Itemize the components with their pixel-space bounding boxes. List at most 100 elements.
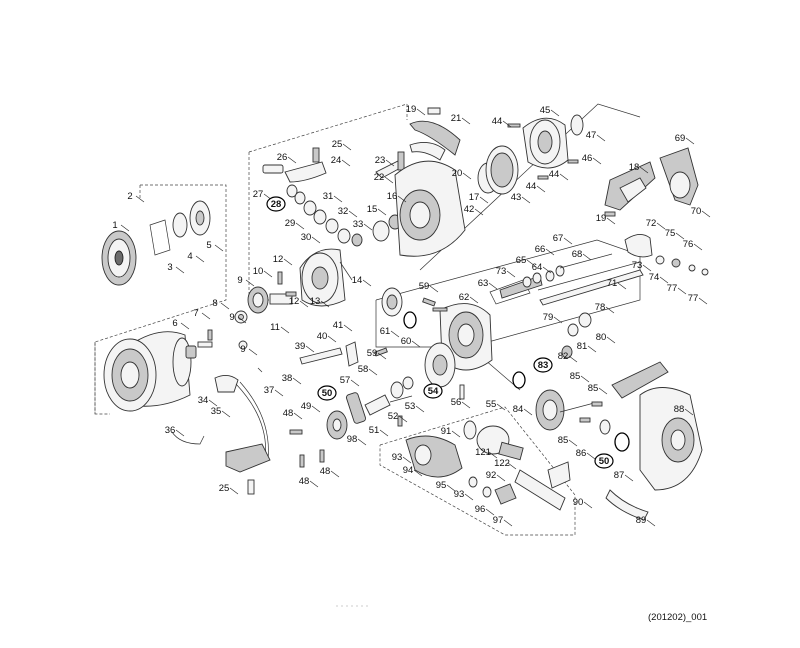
part-number-label: 88: [674, 404, 685, 415]
leader-line: [320, 300, 330, 308]
part-number-label: 97: [493, 515, 504, 526]
leader-line: [293, 412, 303, 420]
leader-line: [596, 134, 606, 142]
leader-line: [656, 222, 666, 230]
part-number-label: 52: [388, 411, 399, 422]
part-number-label: 92: [486, 470, 497, 481]
leader-line: [646, 519, 656, 527]
leader-line: [363, 223, 373, 231]
leader-line: [496, 474, 506, 482]
leader-line: [503, 519, 513, 527]
leader-line: [295, 222, 305, 230]
part-number-label: 29: [285, 218, 296, 229]
part-number-label: 45: [540, 105, 551, 116]
bail-wire-assembly: [171, 341, 359, 495]
leader-line: [580, 375, 590, 383]
part-number-label: 91: [441, 426, 452, 437]
part-number-label: 42: [464, 204, 475, 215]
leader-line: [309, 480, 319, 488]
handle-assembly: [405, 420, 571, 511]
circled-part-number-label: 83: [538, 360, 549, 371]
leader-line: [488, 451, 498, 459]
leader-line: [502, 120, 512, 128]
part-number-label: 25: [332, 139, 343, 150]
part-number-label: 69: [675, 133, 686, 144]
part-number-label: 15: [367, 204, 378, 215]
part-number-label: 24: [331, 155, 342, 166]
leader-line: [415, 405, 425, 413]
leader-line: [245, 279, 255, 287]
leader-line: [299, 300, 309, 308]
circled-label-ring: [533, 357, 553, 373]
circled-part-number-label: 50: [322, 388, 333, 399]
leader-line: [461, 117, 471, 125]
part-number-label: 73: [496, 266, 507, 277]
leader-line: [464, 493, 474, 501]
drag-ring-assembly: [477, 114, 584, 195]
part-number-label: 39: [295, 341, 306, 352]
leader-line: [536, 185, 546, 193]
part-number-label: 11: [270, 322, 280, 333]
spool-group-box: [94, 184, 227, 415]
leader-line: [398, 415, 408, 423]
leader-line: [550, 109, 560, 117]
part-number-label: 78: [595, 302, 606, 313]
part-number-label: 12: [273, 254, 284, 265]
leader-line: [350, 379, 360, 387]
leader-line: [677, 287, 687, 295]
part-number-label: 25: [219, 483, 230, 494]
leader-line: [292, 377, 302, 385]
part-number-label: 41: [333, 320, 344, 331]
leader-line: [263, 270, 273, 278]
leader-line: [208, 399, 218, 407]
leader-line: [684, 408, 694, 416]
part-number-label: 77: [667, 283, 678, 294]
part-number-label: 94: [403, 465, 414, 476]
part-number-label: 85: [558, 435, 569, 446]
part-number-label: 60: [401, 336, 412, 347]
leader-line: [342, 143, 352, 151]
part-number-label: 44: [526, 181, 537, 192]
part-number-label: 72: [646, 218, 657, 229]
part-number-label: 75: [665, 228, 676, 239]
leader-line: [377, 352, 387, 360]
part-number-label: 59: [367, 348, 378, 359]
leader-line: [274, 389, 284, 397]
part-number-label: 48: [320, 466, 331, 477]
part-number-label: 43: [511, 192, 522, 203]
part-number-label: 18: [629, 162, 640, 173]
part-number-label: 9: [240, 344, 245, 355]
leader-line: [248, 348, 258, 356]
part-number-label: 10: [253, 266, 264, 277]
part-number-label: 76: [683, 239, 694, 250]
leader-line: [287, 156, 297, 164]
leader-line: [451, 430, 461, 438]
leader-line: [462, 172, 472, 180]
part-number-label: 56: [451, 397, 462, 408]
part-number-label: 6: [172, 318, 177, 329]
part-number-label: 55: [486, 399, 497, 410]
part-number-label: 67: [553, 233, 564, 244]
leader-line: [563, 237, 573, 245]
leader-line: [606, 217, 616, 225]
leader-line: [693, 243, 703, 251]
part-number-label: 68: [572, 249, 583, 260]
part-number-label: 8: [212, 298, 217, 309]
leader-line: [429, 285, 439, 293]
leader-line: [330, 470, 340, 478]
leader-line: [568, 355, 578, 363]
part-number-label: 12: [289, 296, 300, 307]
leader-line: [606, 336, 616, 344]
leader-line: [411, 340, 421, 348]
leader-line: [201, 312, 211, 320]
leader-line: [402, 456, 412, 464]
part-number-label: 38: [282, 373, 293, 384]
leader-line: [195, 255, 205, 263]
leader-line: [229, 487, 239, 495]
screws: [207, 159, 579, 468]
leader-line: [384, 176, 394, 184]
part-number-label: 79: [543, 312, 554, 323]
leader-line: [180, 322, 190, 330]
